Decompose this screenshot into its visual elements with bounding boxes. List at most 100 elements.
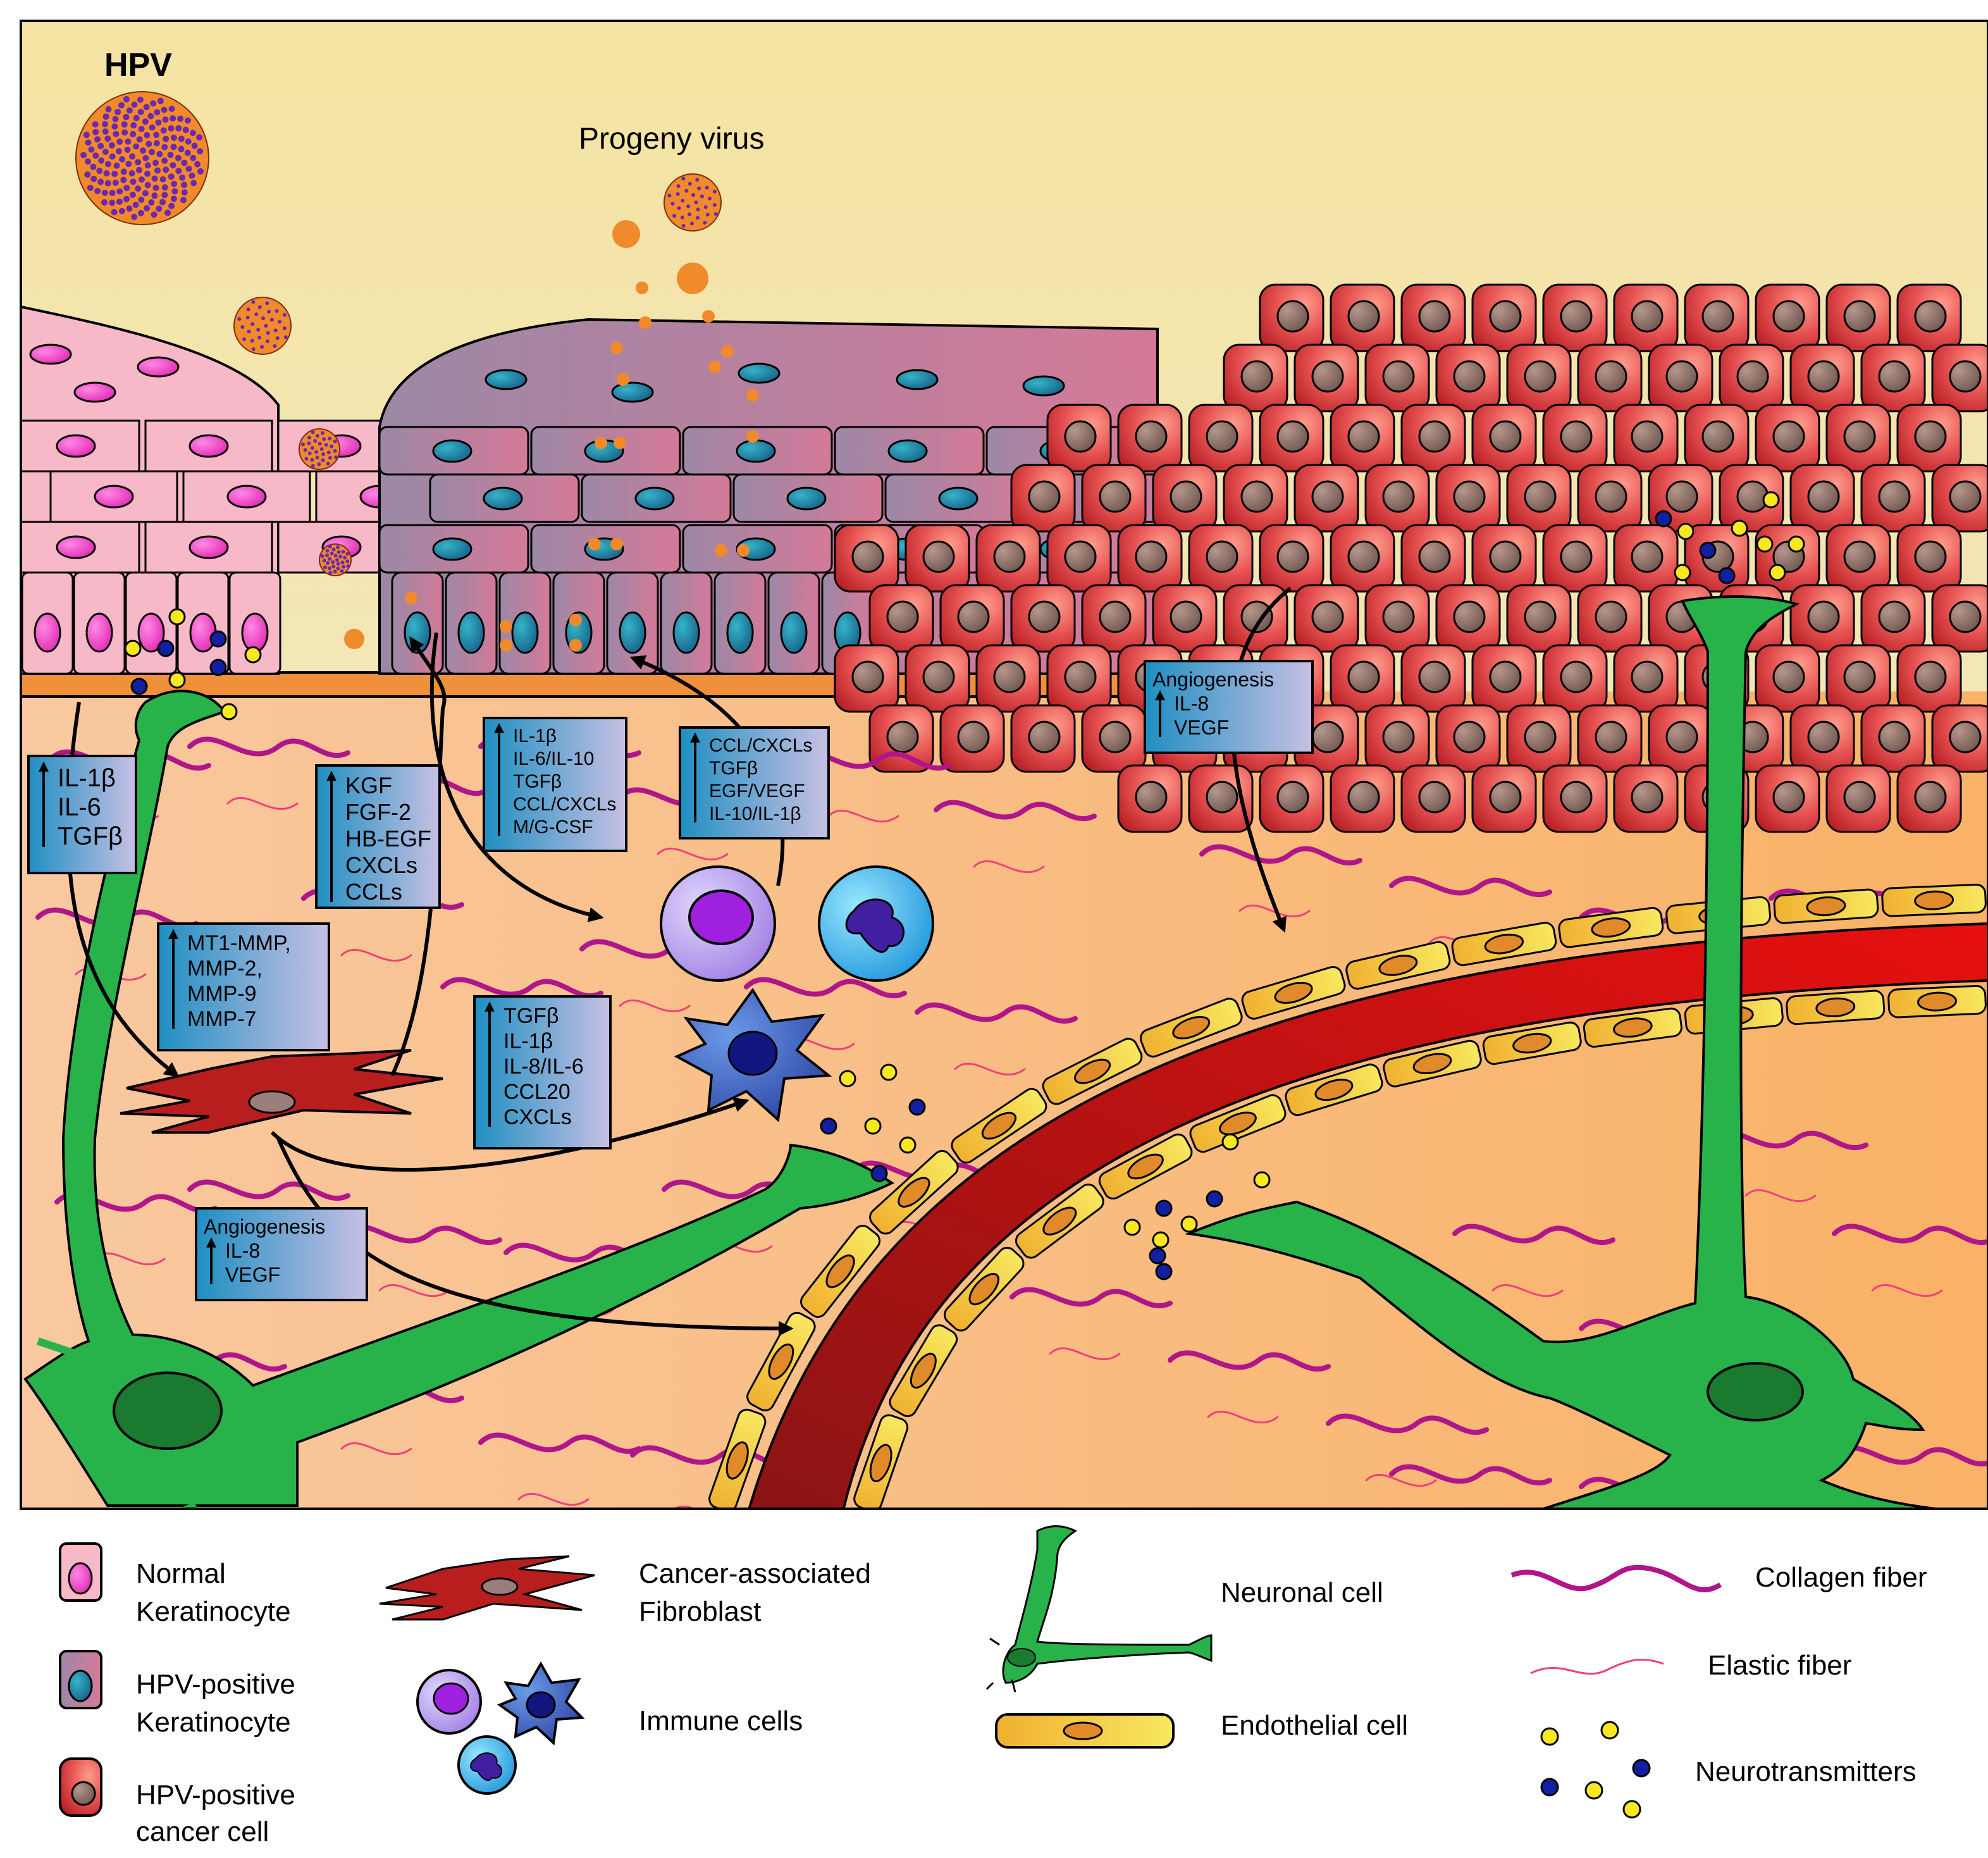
- cancer-nucleus: [1311, 721, 1344, 753]
- normal-nucleus: [226, 485, 267, 509]
- box-item: IL-8: [1174, 692, 1209, 715]
- neurotransmitter: [168, 671, 186, 689]
- cancer-nucleus: [1665, 721, 1698, 753]
- elastic-fiber: [973, 860, 1045, 874]
- progeny-virion: [702, 310, 715, 323]
- legend-neurotransmitter-dot: [1540, 1727, 1559, 1746]
- collagen-fiber: [1389, 876, 1552, 898]
- box-item: TGFβ: [58, 822, 123, 850]
- svg-text:HPV-positive: HPV-positive: [136, 1780, 295, 1811]
- svg-text:Fibroblast: Fibroblast: [639, 1596, 761, 1627]
- virion: [319, 543, 352, 576]
- endothelial-cell: [1015, 1183, 1104, 1259]
- cancer-nucleus: [1135, 781, 1168, 814]
- endothelial-cell: [1451, 922, 1557, 967]
- immune-cell-lymphocyte: [660, 865, 776, 982]
- hpv-nucleus: [738, 362, 781, 384]
- neuron-right: [1184, 595, 1936, 1509]
- endothelial-cell: [1881, 883, 1987, 917]
- collagen-fiber: [187, 736, 350, 759]
- neurotransmitter: [130, 678, 148, 695]
- box-item: TGFβ: [503, 1004, 559, 1028]
- box-item: IL-1β: [503, 1029, 553, 1053]
- virion: [75, 91, 209, 225]
- box-item: VEGF: [225, 1263, 280, 1286]
- hpv-nucleus: [483, 486, 523, 511]
- cancer-nucleus: [957, 721, 990, 753]
- hpv-nucleus: [736, 439, 776, 463]
- box-item: MMP-7: [187, 1007, 257, 1031]
- hpv-nucleus: [485, 369, 528, 390]
- cancer-nucleus: [1311, 600, 1344, 633]
- cancer-nucleus: [1206, 420, 1238, 453]
- normal-keratinocyte: [21, 521, 140, 574]
- cancer-nucleus: [1631, 660, 1664, 693]
- cancer-nucleus: [1736, 360, 1769, 393]
- cytokine-boxes: IL-1βIL-6TGFβKGFFGF-2HB-EGFCXCLsCCLsIL-1…: [27, 660, 1314, 1301]
- cancer-nucleus: [1099, 721, 1132, 753]
- cancer-nucleus: [1276, 420, 1309, 453]
- box-item: CCLs: [345, 879, 402, 905]
- cancer-nucleus: [1489, 781, 1522, 814]
- collagen-fiber: [1452, 1223, 1615, 1246]
- cancer-nucleus: [1914, 420, 1947, 453]
- box-item: MT1-MMP,: [187, 931, 291, 955]
- endothelial-cell: [746, 1311, 816, 1411]
- endothelial-cell: [853, 1414, 909, 1509]
- neurotransmitter: [244, 646, 262, 664]
- cancer-associated-fibroblast: [120, 1049, 443, 1134]
- normal-keratinocyte-layer: [21, 305, 444, 675]
- cancer-nucleus: [1524, 600, 1557, 633]
- legend-neurotransmitter-dot: [1584, 1781, 1603, 1800]
- neurotransmitter: [1769, 564, 1786, 581]
- box-item: MMP-9: [187, 982, 257, 1006]
- cancer-nucleus: [1418, 420, 1451, 453]
- normal-nucleus: [56, 535, 96, 559]
- hpv-nucleus: [432, 439, 472, 463]
- neurotransmitter: [1152, 1231, 1170, 1249]
- cancer-nucleus: [1489, 660, 1522, 693]
- endothelial-cell: [1558, 907, 1664, 948]
- cancer-nucleus: [1843, 660, 1876, 693]
- progeny-virion: [344, 629, 364, 649]
- endothelial-cell: [708, 1408, 767, 1509]
- collagen-fiber: [1009, 1287, 1173, 1309]
- neurotransmitter: [209, 659, 227, 676]
- legend-neurotransmitter-dot: [1622, 1800, 1641, 1819]
- normal-nucleus: [137, 612, 165, 653]
- cancer-nucleus: [1276, 300, 1309, 333]
- cancer-nucleus: [1276, 540, 1309, 573]
- elastic-fiber: [657, 847, 729, 861]
- cancer-nucleus: [1560, 781, 1593, 814]
- cancer-nucleus: [1135, 540, 1168, 573]
- neurotransmitter: [1123, 1218, 1141, 1236]
- cancer-nucleus: [1453, 360, 1486, 393]
- cancer-nucleus: [1843, 540, 1876, 573]
- cancer-nucleus: [1843, 420, 1876, 453]
- cancer-nucleus: [1843, 781, 1876, 814]
- neurotransmitter: [1731, 519, 1748, 537]
- endothelial-wall-inner: [853, 984, 1987, 1509]
- cancer-nucleus: [1914, 540, 1947, 573]
- neurotransmitter: [1787, 535, 1805, 553]
- hpv-nucleus: [887, 439, 928, 463]
- svg-text:cancer cell: cancer cell: [136, 1816, 269, 1847]
- hpv-nucleus: [619, 611, 646, 654]
- cancer-nucleus: [1028, 600, 1061, 633]
- progeny-virion: [708, 361, 721, 373]
- svg-text:Keratinocyte: Keratinocyte: [136, 1596, 291, 1627]
- cancer-nucleus: [1772, 781, 1805, 814]
- box-item: M/G-CSF: [513, 817, 593, 838]
- box-item: IL-1β: [513, 726, 557, 746]
- endothelial-cell: [1189, 1094, 1287, 1153]
- normal-nucleus: [241, 612, 269, 653]
- svg-text:Collagen fiber: Collagen fiber: [1755, 1562, 1927, 1593]
- legend: Normal Keratinocyte HPV-positive Keratin…: [59, 1525, 1927, 1847]
- normal-nucleus: [94, 485, 134, 509]
- cancer-nucleus: [1170, 600, 1202, 633]
- cancer-nucleus: [1772, 300, 1805, 333]
- cancer-nucleus: [1240, 600, 1273, 633]
- cancer-nucleus: [1807, 360, 1840, 393]
